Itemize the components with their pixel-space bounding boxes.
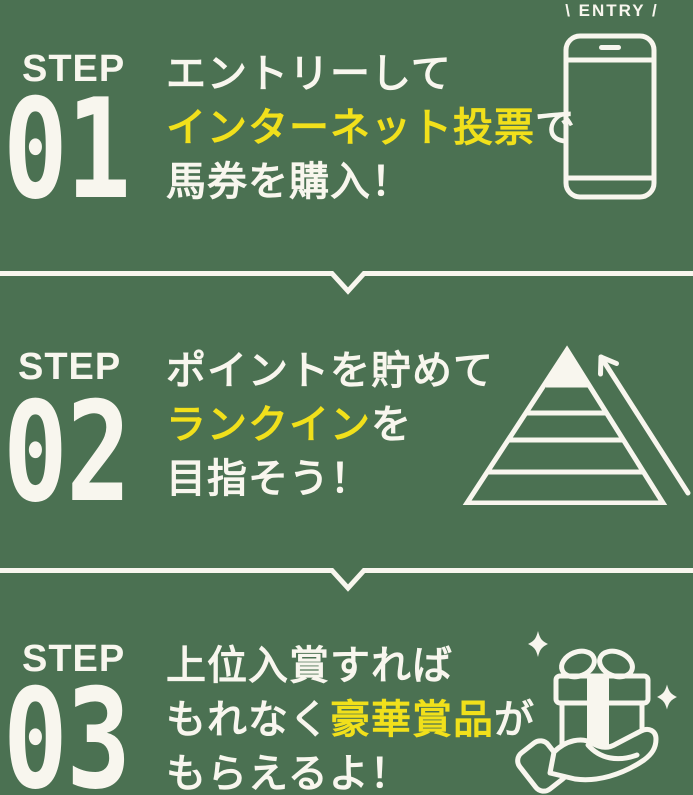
step2-line-1: ポイントを貯めて (166, 344, 494, 398)
smartphone-icon (563, 33, 657, 200)
step2-number: 02 (3, 372, 131, 533)
step-section-1: STEP 01 エントリーして インターネット投票で 馬券を購入！ \ ENTR… (0, 0, 693, 271)
section-divider-chevron (0, 271, 693, 295)
step2-line-3: 目指そう！ (166, 452, 494, 506)
step1-number: 01 (3, 69, 131, 230)
step2-label: STEP (18, 346, 122, 388)
step1-text: エントリーして インターネット投票で 馬券を購入！ (166, 47, 576, 209)
step3-label: STEP (22, 638, 126, 680)
step3-number: 03 (3, 659, 131, 795)
step-section-3: STEP 03 上位入賞すれば もれなく豪華賞品が もらえるよ！ (0, 568, 693, 795)
ranking-pyramid-icon (462, 345, 691, 505)
step1-line2-part1: インターネット投票 (166, 106, 535, 150)
step-section-2: STEP 02 ポイントを貯めて ランクインを 目指そう！ (0, 271, 693, 568)
step2-line-2: ランクインを (166, 398, 494, 452)
step3-text: 上位入賞すれば もれなく豪華賞品が もらえるよ！ (166, 639, 535, 795)
step1-line-2: インターネット投票で (166, 101, 576, 155)
entry-badge: \ ENTRY / (565, 1, 659, 20)
sparkle-icon (657, 684, 677, 710)
step3-line-1: 上位入賞すれば (166, 639, 535, 693)
step3-line2-part1: もれなく (166, 698, 330, 742)
sparkle-icon (528, 631, 548, 657)
step3-line-3: もらえるよ！ (166, 747, 535, 795)
step2-line2-part2: を (371, 403, 412, 447)
step2-line2-part1: ランクイン (166, 403, 371, 447)
section-divider-chevron (0, 568, 693, 592)
step2-line3-part1: 目指そう！ (166, 457, 371, 501)
step3-line-2: もれなく豪華賞品が (166, 693, 535, 747)
step3-line3-part1: もらえるよ！ (166, 752, 411, 795)
step1-label: STEP (22, 48, 126, 90)
step3-line2-part3: が (494, 698, 535, 742)
gift-in-hand-icon (515, 631, 677, 794)
step3-line1-part1: 上位入賞すれば (166, 644, 453, 688)
step2-text: ポイントを貯めて ランクインを 目指そう！ (166, 344, 494, 506)
step2-line1-part1: ポイントを貯めて (166, 349, 494, 393)
step1-line-3: 馬券を購入！ (166, 155, 576, 209)
step1-line3-part1: 馬券を購入！ (166, 160, 412, 204)
step1-line1-part1: エントリーして (166, 52, 452, 96)
step3-line2-part2: 豪華賞品 (330, 698, 494, 742)
step1-line-1: エントリーして (166, 47, 576, 101)
